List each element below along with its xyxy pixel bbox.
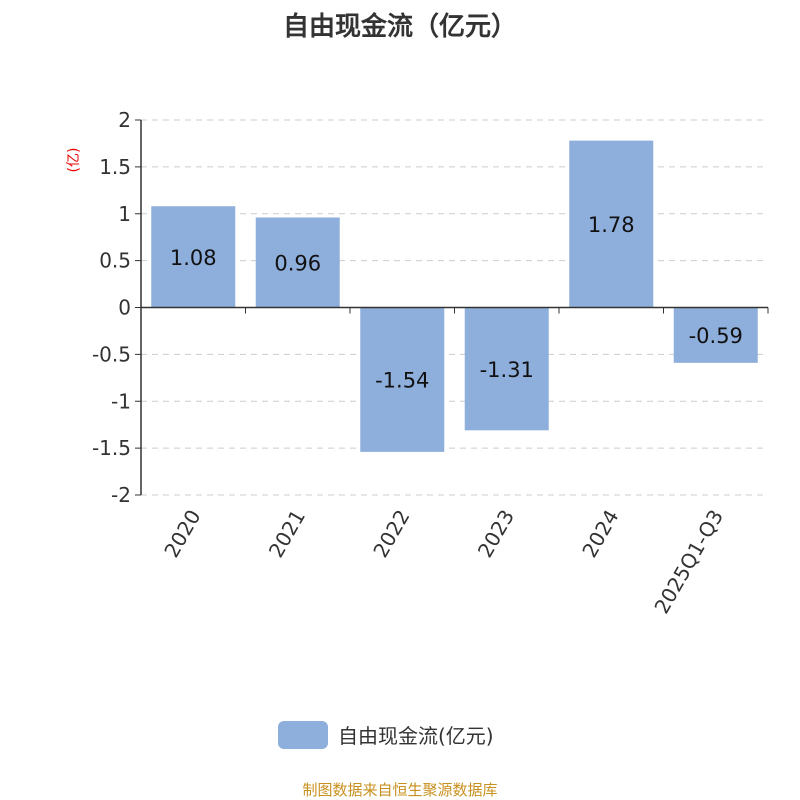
- y-tick-label: 1: [118, 202, 131, 226]
- y-tick-label: -2: [111, 483, 131, 507]
- bar: [151, 206, 236, 308]
- y-tick-label: 1.5: [99, 155, 131, 179]
- data-label: 0.96: [274, 252, 321, 276]
- bar: [464, 307, 549, 431]
- x-tick-label: 2023: [473, 506, 519, 562]
- y-tick-label: 0.5: [99, 249, 131, 273]
- legend-swatch: [278, 720, 328, 749]
- data-label: 1.08: [170, 246, 217, 270]
- x-tick-label: 2021: [264, 506, 310, 562]
- y-tick-label: 2: [118, 108, 131, 132]
- data-label: -1.31: [480, 358, 534, 382]
- x-tick-label: 2024: [577, 506, 623, 562]
- bar: [569, 140, 654, 308]
- data-label: 1.78: [588, 213, 635, 237]
- y-tick-label: -1.5: [92, 436, 131, 460]
- chart-title: 自由现金流（亿元）: [282, 12, 517, 42]
- x-tick-label: 2025Q1-Q3: [649, 506, 728, 618]
- x-tick-label: 2020: [159, 506, 205, 562]
- bar: [360, 307, 445, 452]
- bar: [255, 217, 340, 308]
- bar: [673, 307, 758, 363]
- source-footer: 制图数据来自恒生聚源数据库: [302, 781, 498, 799]
- legend[interactable]: 自由现金流(亿元): [278, 720, 494, 749]
- x-tick-label: 2022: [368, 506, 414, 562]
- data-label: -1.54: [375, 369, 429, 393]
- y-tick-label: -0.5: [92, 342, 131, 366]
- y-tick-label: 0: [118, 296, 131, 320]
- y-tick-label: -1: [111, 389, 131, 413]
- data-label: -0.59: [689, 324, 743, 348]
- legend-label: 自由现金流(亿元): [338, 724, 494, 748]
